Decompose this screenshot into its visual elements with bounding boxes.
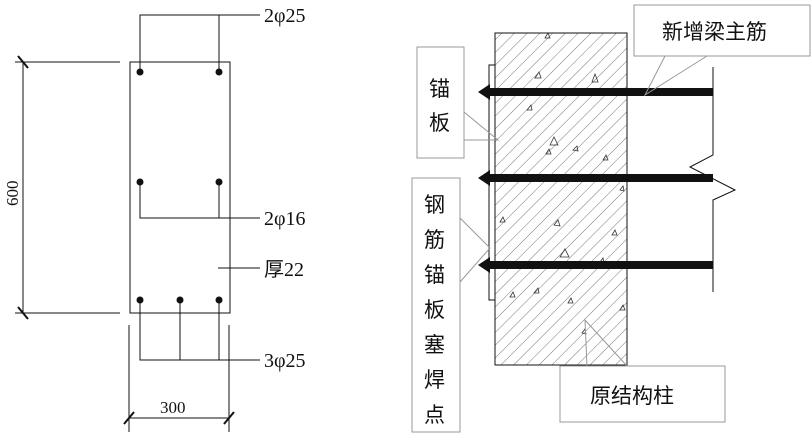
plate-thickness-label: 厚22 <box>264 259 304 281</box>
original-column <box>494 32 628 366</box>
bottom-bar-leader <box>139 300 260 361</box>
svg-text:塞: 塞 <box>424 333 445 357</box>
svg-text:板: 板 <box>429 111 450 135</box>
rebar-middle <box>486 174 713 182</box>
plug-weld-label: 钢 筋 锚 板 塞 焊 点 <box>424 193 445 427</box>
top-bars-label: 2φ25 <box>264 5 306 27</box>
svg-text:钢: 钢 <box>424 193 445 217</box>
rebar-top <box>486 88 713 96</box>
new-beam-rebar-label: 新增梁主筋 <box>662 20 767 44</box>
svg-text:点: 点 <box>424 403 445 427</box>
width-dimension-text: 300 <box>160 398 186 417</box>
plug-weld-box <box>411 177 461 433</box>
callout-boxes <box>411 4 811 433</box>
height-dimension-text: 600 <box>3 181 22 207</box>
beam-rebars <box>478 84 713 273</box>
beam-break-line <box>688 67 737 292</box>
middle-bar-leader <box>139 182 260 219</box>
section-outline <box>129 61 231 314</box>
svg-text:筋: 筋 <box>424 228 445 252</box>
svg-text:板: 板 <box>424 298 445 322</box>
svg-text:锚: 锚 <box>424 263 445 287</box>
callout-leaders <box>459 55 708 367</box>
svg-text:锚: 锚 <box>429 77 450 101</box>
anchor-plate-label: 锚 板 <box>429 77 450 135</box>
middle-bars-label: 2φ16 <box>264 208 306 230</box>
column-elevation <box>478 32 737 366</box>
bottom-bars-label: 3φ25 <box>264 350 306 372</box>
anchor-plate-box <box>416 46 465 159</box>
top-bar-leader <box>139 14 260 72</box>
original-column-box <box>559 365 726 423</box>
beam-section <box>15 14 260 432</box>
rebar-dots <box>136 68 223 304</box>
rebar-bottom <box>486 261 713 269</box>
original-column-label: 原结构柱 <box>590 384 674 408</box>
svg-text:焊: 焊 <box>424 368 445 392</box>
new-beam-rebar-box <box>633 4 811 57</box>
